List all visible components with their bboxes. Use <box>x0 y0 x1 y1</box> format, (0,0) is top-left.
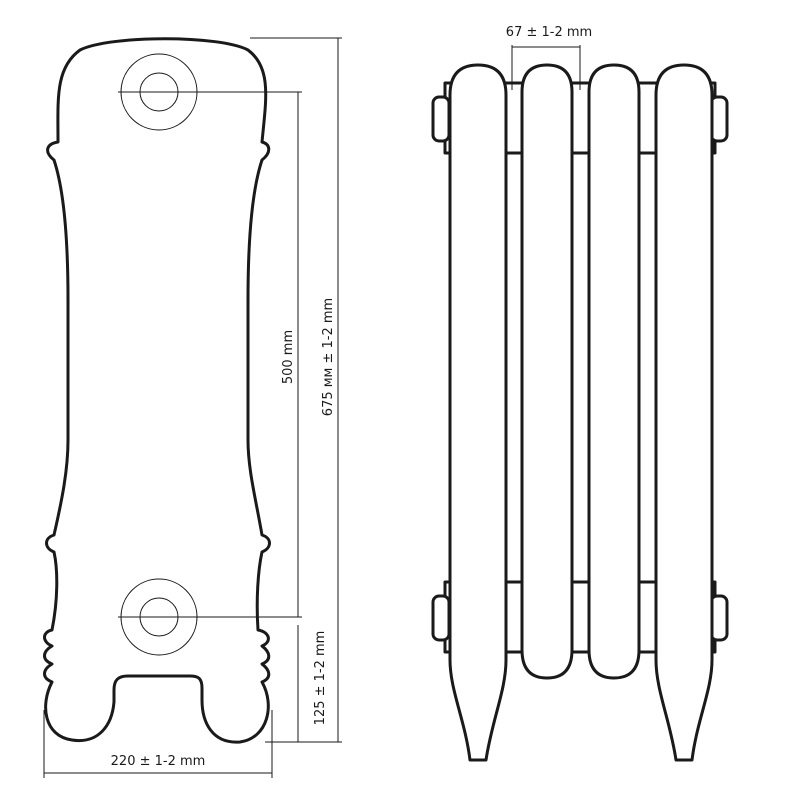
column-3 <box>587 63 641 680</box>
section-outline <box>43 37 271 744</box>
top-left-plug <box>431 95 451 143</box>
width-label: 220 ± 1-2 mm <box>111 754 206 769</box>
front-view <box>431 63 729 762</box>
bottom-left-plug <box>431 594 451 642</box>
axis-distance-label: 500 mm <box>281 330 296 384</box>
side-view-dimensions: 500 mm 675 мм ± 1-2 mm 125 ± 1-2 mm 220 … <box>43 37 342 778</box>
column-1 <box>448 63 508 762</box>
spacing-label: 67 ± 1-2 mm <box>506 25 592 40</box>
front-view-dimensions: 67 ± 1-2 mm <box>506 25 592 90</box>
total-height-label: 675 мм ± 1-2 mm <box>321 298 336 416</box>
bottom-height-label: 125 ± 1-2 mm <box>313 631 328 726</box>
column-4 <box>654 63 714 762</box>
column-2 <box>520 63 574 680</box>
side-view <box>43 37 271 744</box>
